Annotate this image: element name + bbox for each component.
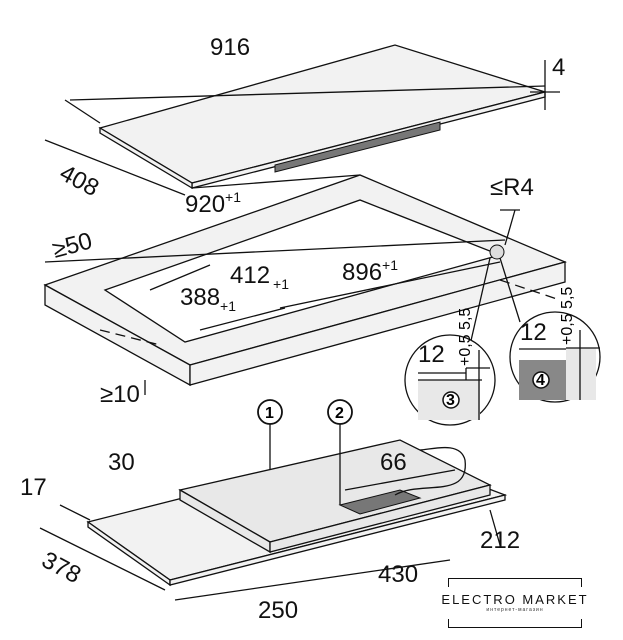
detail-3-width: 12 <box>418 341 445 368</box>
electro-market-logo: ELECTRO MARKET интернет-магазин <box>440 578 590 628</box>
dim-916: 916 <box>210 34 250 61</box>
bottom-hob <box>39 420 508 601</box>
detail-3: 3 12 +0,5 5,5 <box>404 308 496 426</box>
detail-4: 4 12 +0,5 5,5 <box>509 287 601 403</box>
dim-17: 17 <box>20 474 47 501</box>
detail-4-depth: +0,5 5,5 <box>559 287 576 345</box>
callout-1: 1 <box>265 405 274 422</box>
dim-408: 408 <box>55 159 103 202</box>
dim-212: 212 <box>480 527 520 554</box>
detail-4-width: 12 <box>520 319 547 346</box>
dim-4: 4 <box>552 54 565 81</box>
dim-min-50: ≥50 <box>50 227 96 263</box>
logo-title: ELECTRO MARKET <box>441 592 589 607</box>
dim-r4: ≤R4 <box>490 174 534 201</box>
dim-378: 378 <box>37 546 85 589</box>
worktop-cutout <box>43 174 567 395</box>
callout-2: 2 <box>335 405 344 422</box>
dim-min-10: ≥10 <box>100 381 140 408</box>
top-hob <box>44 44 560 196</box>
dim-920: 920+1 <box>185 189 241 218</box>
detail-3-depth: +0,5 5,5 <box>457 308 474 366</box>
dim-66: 66 <box>380 449 407 476</box>
dim-30: 30 <box>108 449 135 476</box>
dim-412: 412+1 <box>230 262 289 292</box>
logo-subtitle: интернет-магазин <box>486 607 544 613</box>
dim-896: 896+1 <box>342 257 398 286</box>
detail-3-number: 3 <box>446 392 455 409</box>
dim-250: 250 <box>258 597 298 624</box>
dim-388: 388+1 <box>180 284 236 314</box>
detail-4-number: 4 <box>536 372 545 389</box>
dim-430: 430 <box>378 561 418 588</box>
